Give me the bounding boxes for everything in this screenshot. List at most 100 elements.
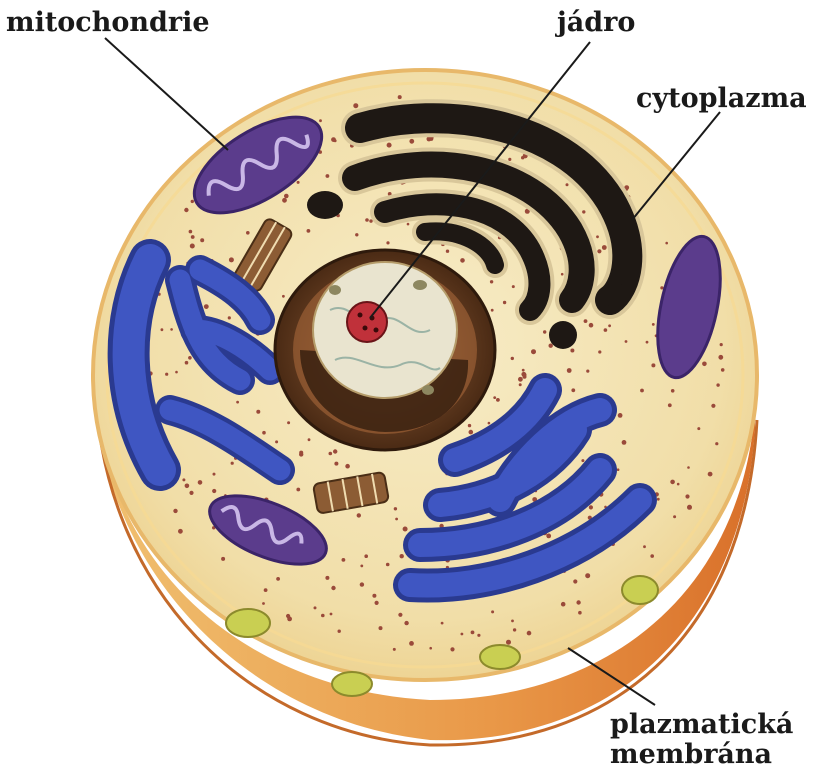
ribosome-dot [571, 388, 575, 392]
ribosome-dot [646, 341, 649, 344]
ribosome-dot [581, 459, 584, 462]
ribosome-dot [353, 103, 358, 108]
ribosome-dot [496, 398, 500, 402]
ribosome-dot [697, 427, 700, 430]
label-nucleus: jádro [557, 8, 635, 38]
label-cytoplasm: cytoplazma [636, 84, 807, 114]
membrane-vesicle [622, 576, 658, 604]
ribosome-dot [326, 174, 330, 178]
ribosome-dot [511, 357, 514, 360]
ribosome-dot [584, 319, 588, 323]
ribosome-dot [708, 472, 713, 477]
ribosome-dot [519, 383, 522, 386]
ribosome-dot [511, 620, 514, 623]
ribosome-dot [625, 340, 628, 343]
ribosome-dot [188, 356, 192, 360]
ribosome-dot [471, 631, 475, 635]
ribosome-dot [660, 286, 663, 289]
nucleolus [347, 302, 387, 342]
ribosome-dot [282, 295, 285, 298]
ribosome-dot [506, 640, 511, 645]
ribosome-dot [403, 527, 408, 532]
ribosome-dot [586, 370, 589, 373]
ribosome-dot [721, 368, 725, 372]
ribosome-dot [561, 602, 566, 607]
pointer-mitochondria [105, 38, 228, 150]
ribosome-dot [531, 349, 536, 354]
ribosome-dot [191, 200, 194, 203]
ribosome-dot [372, 594, 376, 598]
ribosome-dot [468, 424, 471, 427]
ribosome-dot [670, 480, 675, 485]
ribosome-dot [296, 488, 300, 492]
ribosome-dot [585, 573, 590, 578]
label-membrane-line2: membrána [610, 740, 772, 770]
ribosome-dot [229, 257, 234, 262]
ribosome-dot [409, 641, 414, 646]
ribosome-dot [407, 223, 410, 226]
ribosome-dot [429, 647, 432, 650]
ribosome-dot [685, 494, 689, 498]
ribosome-dot [333, 449, 337, 453]
ribosome-dot [173, 509, 177, 513]
nucleus [275, 250, 495, 450]
ribosome-dot [617, 468, 620, 471]
ribosome-dot [598, 350, 601, 353]
ribosome-dot [673, 515, 676, 518]
ribosome-dot [314, 606, 317, 609]
ribosome-dot [523, 375, 527, 379]
ribosome-dot [256, 410, 260, 414]
label-membrane-line1: plazmatická [610, 710, 793, 740]
ribosome-dot [640, 389, 644, 393]
ribosome-dot [491, 610, 494, 613]
ribosome-dot [604, 328, 608, 332]
ribosome-dot [184, 208, 188, 212]
ribosome-dot [231, 462, 234, 465]
ribosome-dot [602, 245, 607, 250]
ribosome-dot [287, 421, 290, 424]
ribosome-dot [522, 369, 525, 372]
ribosome-dot [622, 440, 627, 445]
ribosome-dot [589, 505, 593, 509]
ribosome-dot [578, 611, 582, 615]
ribosome-dot [262, 602, 265, 605]
ribosome-dot [387, 143, 392, 148]
ribosome-dot [178, 529, 183, 534]
ribosome-dot [395, 518, 398, 521]
ribosome-dot [567, 368, 572, 373]
ribosome-dot [527, 631, 532, 636]
ribosome-dot [518, 377, 523, 382]
ribosome-dot [364, 554, 368, 558]
ribosome-dot [200, 238, 204, 242]
ribosome-dot [325, 576, 329, 580]
ribosome-dot [477, 634, 480, 637]
ribosome-dot [331, 586, 335, 590]
ribosome-dot [404, 621, 408, 625]
ribosome-dot [170, 328, 173, 331]
ribosome-dot [409, 139, 414, 144]
ribosome-dot [589, 323, 594, 328]
ribosome-dot [711, 404, 715, 408]
ribosome-dot [491, 309, 494, 312]
ribosome-dot [398, 613, 402, 617]
ribosome-dot [204, 304, 209, 309]
ribosome-dot [493, 396, 496, 399]
ribosome-dot [262, 431, 266, 435]
ribosome-dot [677, 483, 680, 486]
ribosome-dot [668, 403, 672, 407]
ribosome-dot [212, 489, 216, 493]
ribosome-dot [357, 513, 361, 517]
ribosome-dot [375, 601, 379, 605]
ribosome-dot [330, 613, 333, 616]
ribosome-dot [355, 233, 358, 236]
ribosome-dot [334, 139, 337, 142]
ribosome-dot [561, 273, 564, 276]
ribosome-dot [469, 430, 474, 435]
ribosome-dot [334, 462, 338, 466]
ribosome-dot [715, 442, 718, 445]
ribosome-dot [319, 119, 322, 122]
ribosome-dot [398, 95, 402, 99]
ribosome-dot [379, 626, 383, 630]
ribosome-dot [582, 210, 585, 213]
